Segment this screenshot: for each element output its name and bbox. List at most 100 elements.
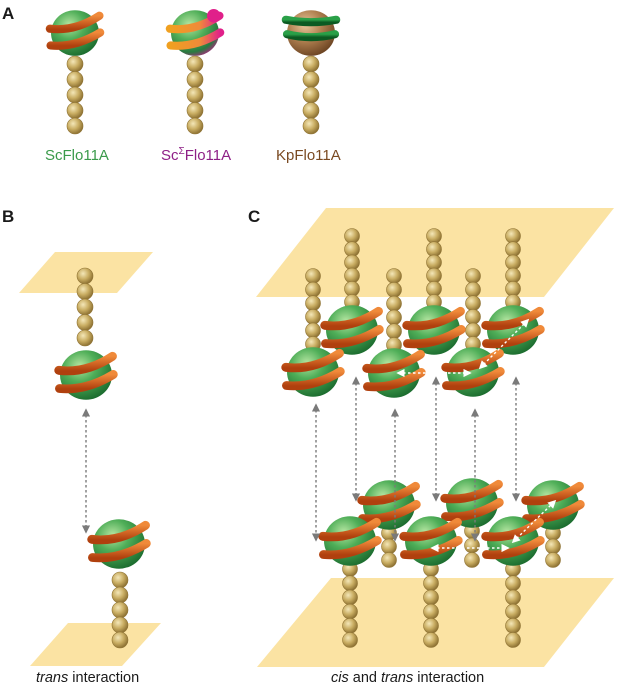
cis-arrow-top-diagonal <box>478 318 530 370</box>
bead <box>66 55 84 73</box>
panel-b-bottom-stalk <box>111 571 129 649</box>
bead <box>423 589 439 606</box>
bead <box>505 603 521 620</box>
bead <box>302 102 320 119</box>
variant-label-kpflo11a: KpFlo11A <box>276 147 341 164</box>
ribbon <box>46 28 105 50</box>
panel-c-top-stalk-1 <box>344 228 360 310</box>
bead <box>111 601 129 619</box>
ribbon <box>281 15 341 27</box>
bead <box>186 71 204 88</box>
bead <box>465 268 481 284</box>
bead <box>465 322 481 339</box>
bead <box>344 254 360 271</box>
panel-c-top-flo11a-1 <box>320 305 384 355</box>
bead <box>186 102 204 119</box>
panel-c-bottom-stalk-5 <box>423 561 439 648</box>
bead <box>76 314 94 331</box>
bead <box>305 281 321 298</box>
panel-c-caption: cis and trans interaction <box>331 670 484 686</box>
bead <box>505 575 521 592</box>
panel-c-top-stalk-6 <box>465 268 481 352</box>
bead <box>465 308 481 325</box>
bead <box>464 537 480 554</box>
bead <box>426 267 442 284</box>
bead <box>76 283 94 300</box>
bead <box>342 575 358 592</box>
bead <box>505 254 521 271</box>
membrane-b-bottom <box>30 623 161 666</box>
interaction-arrows <box>81 318 557 553</box>
bead <box>386 309 402 326</box>
sigma-accent <box>207 9 221 23</box>
bead <box>302 86 320 104</box>
ribbon <box>282 30 340 42</box>
ribbon <box>88 539 151 563</box>
bead <box>111 571 129 589</box>
bead <box>66 71 84 88</box>
panel-c-top-flo11a-2 <box>402 305 466 355</box>
bead <box>344 267 360 284</box>
bead <box>423 632 439 648</box>
bead <box>76 329 94 347</box>
ribbon <box>319 536 382 560</box>
bead <box>464 552 480 568</box>
panel-c-letter: C <box>248 207 260 226</box>
bead <box>111 616 129 634</box>
panel-b-letter: B <box>2 207 14 226</box>
bead <box>302 71 320 88</box>
panel-c-bottom-flo11a-4 <box>318 516 382 566</box>
ribbon <box>400 536 463 560</box>
bead <box>423 617 439 634</box>
ribbon <box>321 325 384 349</box>
ribbon <box>45 11 104 34</box>
bead <box>386 323 402 340</box>
bead <box>426 228 442 244</box>
bead <box>111 631 129 649</box>
panel-c-top-stalk-3 <box>505 228 521 310</box>
panel-a-flo11a-1 <box>45 10 105 56</box>
ribbon <box>87 520 150 545</box>
panel-c-top-flo11a-3 <box>481 305 545 355</box>
ribbon <box>166 28 225 50</box>
bead <box>386 281 402 298</box>
panel-b-bottom-flo11a <box>87 519 151 569</box>
panel-c-bottom-stalk-3 <box>545 525 561 568</box>
bead <box>465 295 481 312</box>
bead <box>186 55 204 73</box>
panel-c-top-flo11a-6 <box>441 347 505 397</box>
bead <box>342 589 358 606</box>
bead <box>545 538 561 555</box>
bead <box>186 86 204 104</box>
bead <box>76 267 94 285</box>
bead <box>302 117 320 135</box>
bead <box>66 102 84 119</box>
ribbon <box>399 517 462 542</box>
bead <box>186 117 204 135</box>
bead <box>305 268 321 284</box>
panel-a-flo11a-3 <box>281 10 341 56</box>
panel-c-bottom-flo11a-1 <box>357 480 421 530</box>
panel-b-top-flo11a <box>54 350 118 400</box>
panel-c-top-stalk-5 <box>386 268 402 353</box>
bead <box>344 280 360 297</box>
bead <box>305 308 321 325</box>
panel-a-stalk-3 <box>302 55 320 135</box>
bead <box>386 295 402 312</box>
panel-b-top-stalk <box>76 267 94 347</box>
bead <box>66 86 84 104</box>
variant-label-sigma-flo11a: ScΣFlo11A <box>161 146 231 164</box>
panel-a-stalk-1 <box>66 55 84 135</box>
bead <box>344 228 360 244</box>
bead <box>76 298 94 316</box>
ribbon <box>282 367 345 391</box>
ribbon <box>320 306 383 331</box>
bead <box>305 295 321 312</box>
bead <box>342 617 358 634</box>
bead <box>381 538 397 555</box>
proteins <box>45 9 585 649</box>
ribbon <box>55 370 118 394</box>
bead <box>505 228 521 244</box>
panel-c-bottom-flo11a-5 <box>399 516 463 566</box>
